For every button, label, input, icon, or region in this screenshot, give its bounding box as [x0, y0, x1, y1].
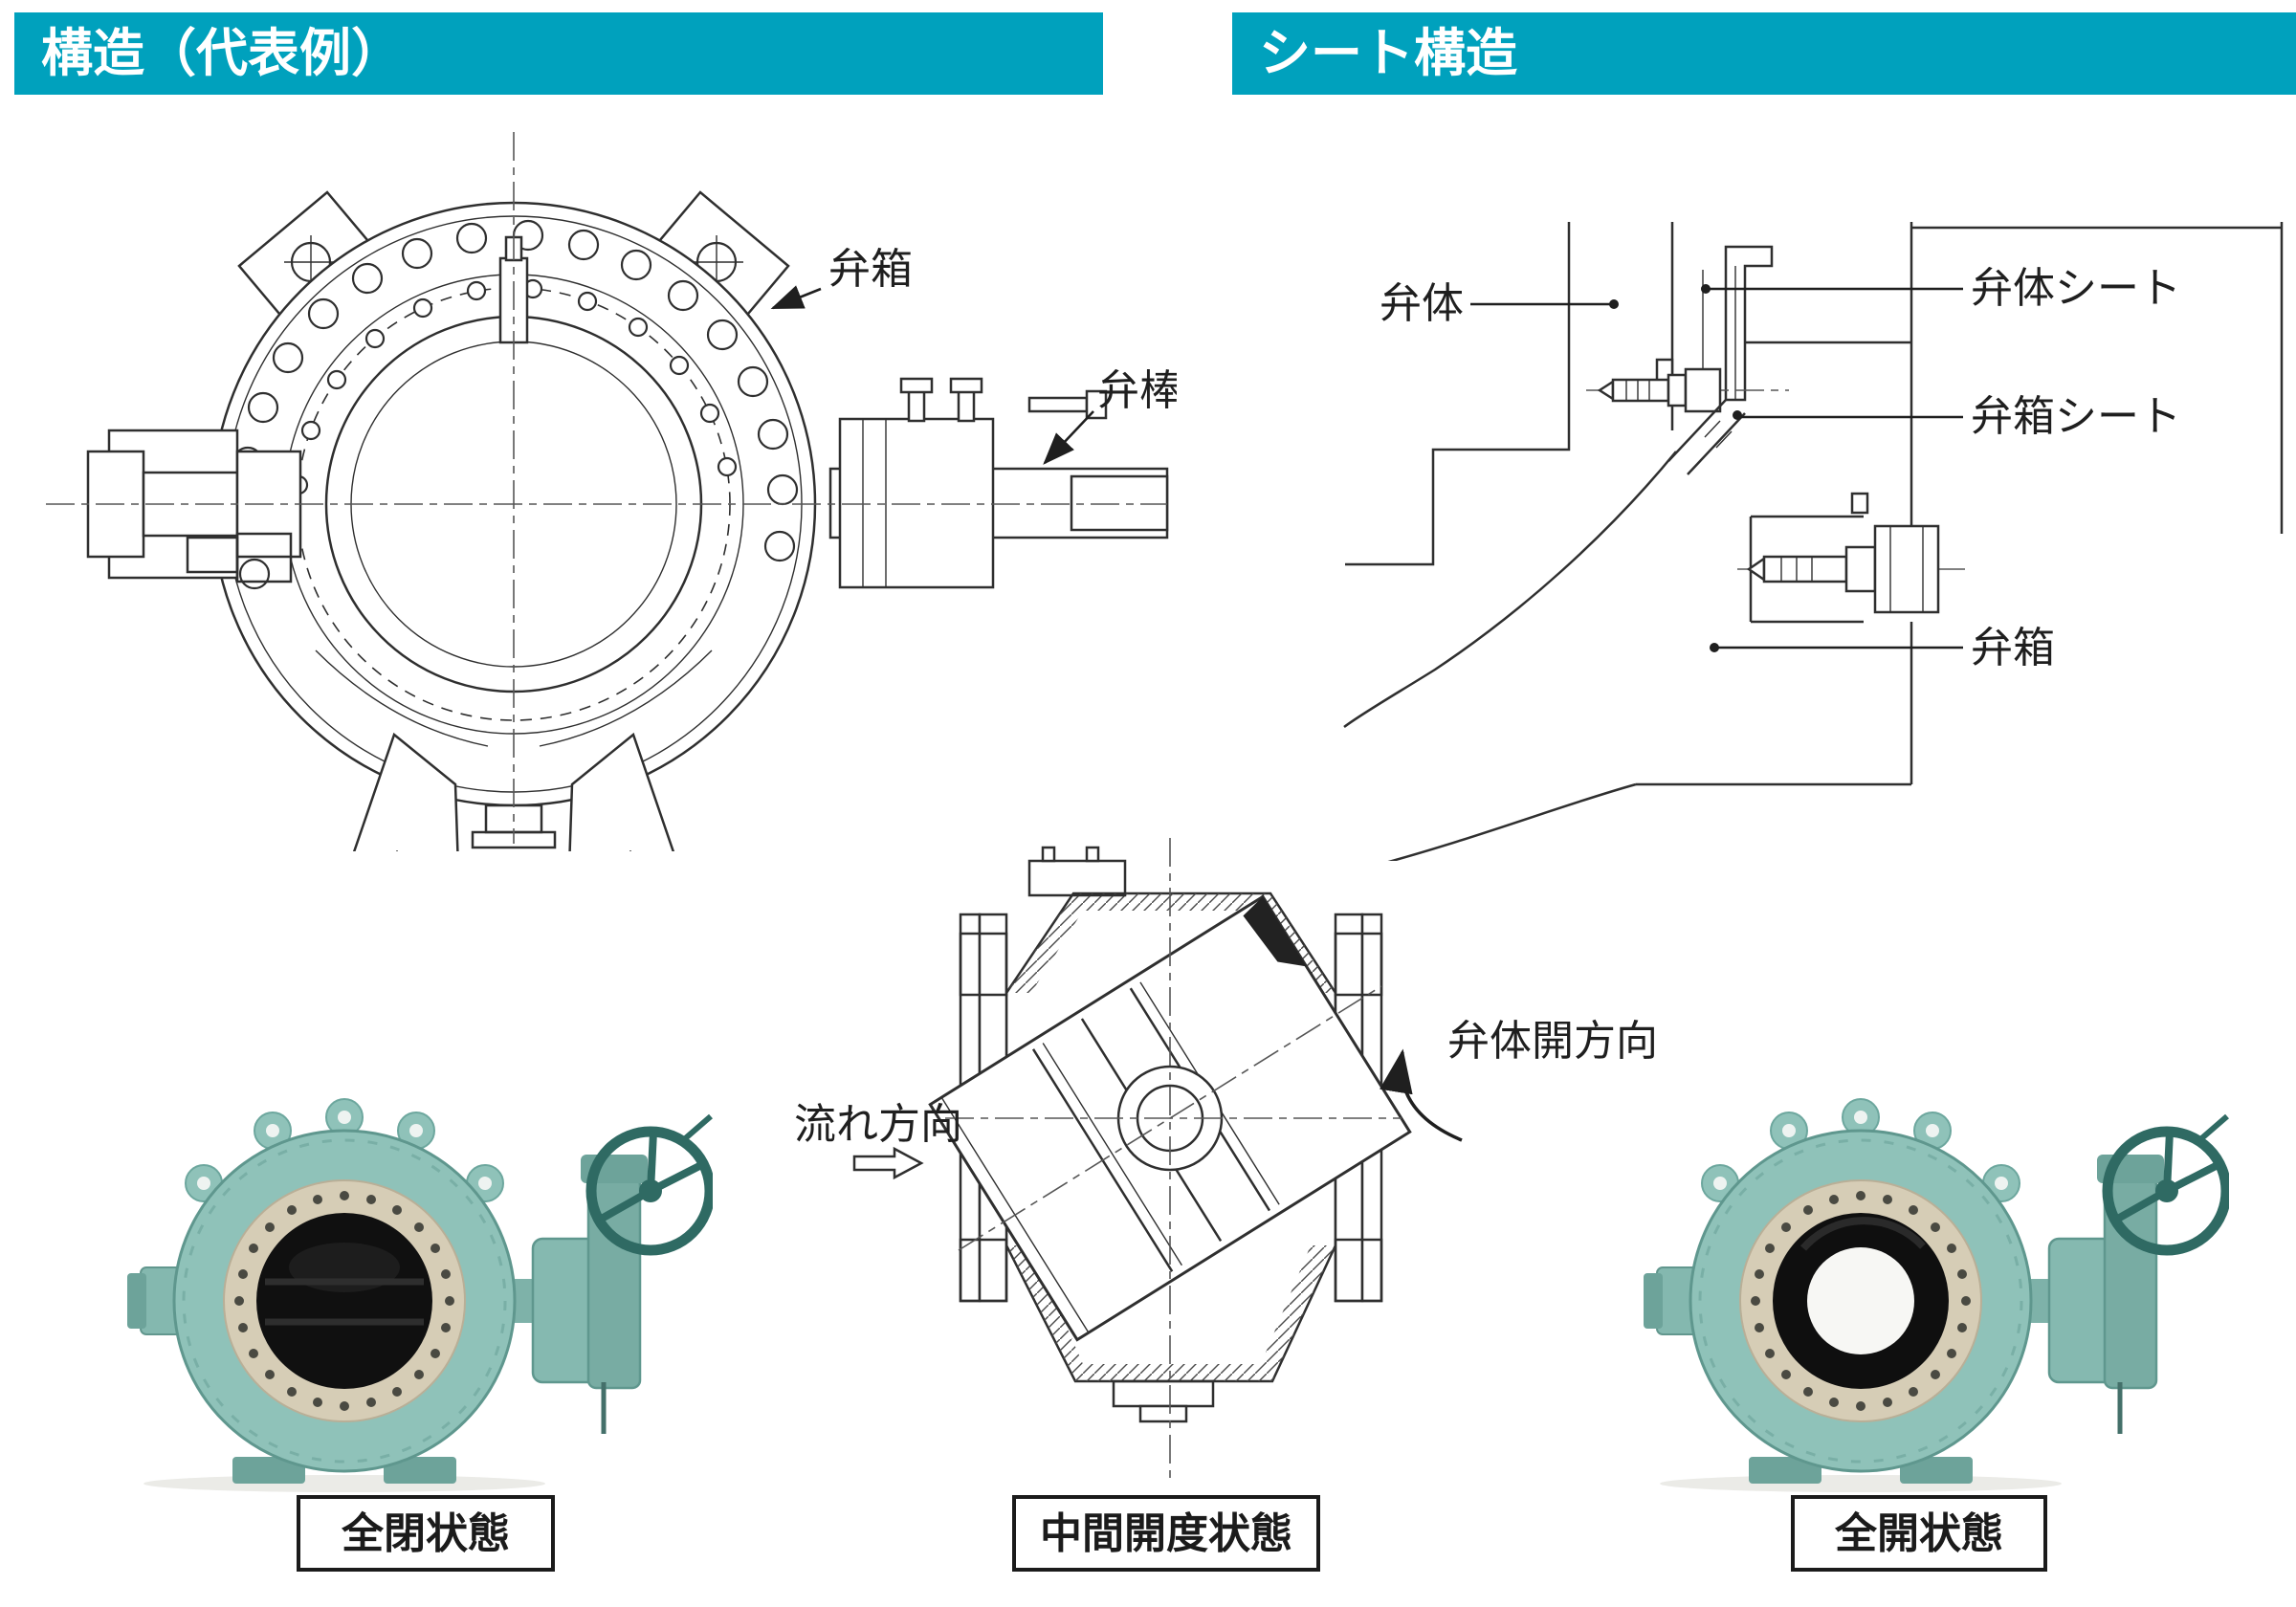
- valve-front-view: [46, 132, 1169, 851]
- label-body-seat: 弁箱シート: [1971, 393, 2181, 440]
- structure-drawing: 弁箱 弁棒: [46, 132, 1177, 851]
- flange-bolts-photo: [1751, 1191, 1971, 1411]
- caption-closed-text: 全閉状態: [342, 1510, 510, 1557]
- gear-actuator: [2017, 1113, 2229, 1434]
- section-header-seat-title: シート構造: [1259, 25, 1517, 82]
- section-header-structure-title: 構造（代表例）: [41, 25, 403, 82]
- label-disc: 弁体: [1380, 280, 1464, 327]
- intermediate-opening-drawing: 流れ方向 弁体開方向: [794, 838, 1658, 1481]
- label-valve-stem-arrow: [1043, 410, 1094, 465]
- caption-open-text: 全開状態: [1835, 1510, 2003, 1557]
- caption-closed: 全閉状態: [297, 1495, 555, 1572]
- label-valve-stem: 弁棒: [1097, 367, 1177, 414]
- structure-labels: 弁箱 弁棒: [770, 246, 1177, 465]
- caption-intermediate-text: 中間開度状態: [1040, 1510, 1292, 1557]
- caption-open: 全開状態: [1791, 1495, 2047, 1572]
- handwheel: [585, 1113, 713, 1256]
- label-flow-direction: 流れ方向: [794, 1101, 962, 1148]
- photo-valve-closed: [127, 1098, 713, 1492]
- seat-structure-drawing: 弁体 弁体シート 弁箱シート 弁箱: [1343, 222, 2284, 861]
- seat-labels: 弁体 弁体シート 弁箱シート 弁箱: [1380, 265, 2181, 671]
- label-disc-seat: 弁体シート: [1971, 265, 2181, 312]
- label-body: 弁箱: [1971, 625, 2055, 671]
- open-direction-arrow: [1380, 1048, 1463, 1142]
- label-open-direction: 弁体開方向: [1447, 1018, 1658, 1065]
- section-header-structure: 構造（代表例）: [14, 12, 1103, 95]
- open-direction: 弁体開方向: [1380, 1018, 1658, 1142]
- open-bore: [1807, 1247, 1914, 1354]
- gear-actuator: [500, 1113, 713, 1434]
- lug-ears: [1701, 1098, 2020, 1202]
- flow-arrow: [852, 1146, 924, 1180]
- caption-intermediate: 中間開度状態: [1012, 1495, 1320, 1572]
- flange-bolts-photo: [234, 1191, 454, 1411]
- section-header-seat: シート構造: [1232, 12, 2296, 95]
- closed-disc: [256, 1213, 432, 1389]
- flow-direction: 流れ方向: [794, 1101, 962, 1180]
- valve-section-view: [928, 838, 1412, 1481]
- seat-section-view: [1343, 222, 2284, 861]
- handwheel: [2102, 1113, 2229, 1256]
- label-valve-body: 弁箱: [828, 246, 913, 293]
- photo-valve-open: [1644, 1098, 2229, 1492]
- label-valve-body-arrow: [770, 285, 822, 310]
